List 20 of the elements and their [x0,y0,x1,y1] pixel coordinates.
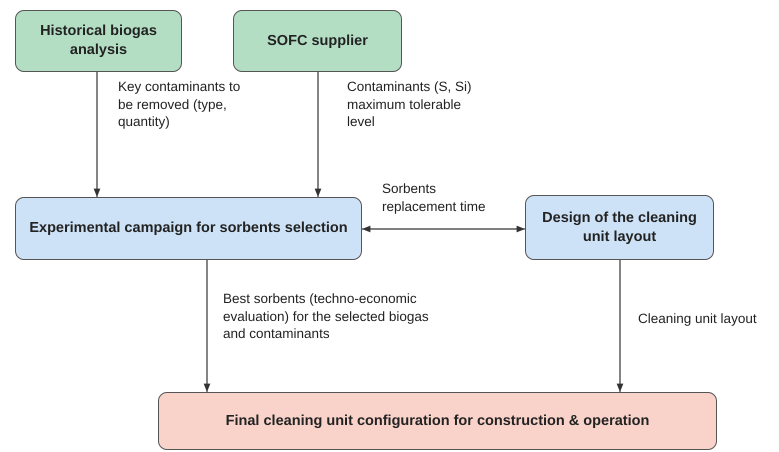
node-label: Design of the cleaning unit layout [541,208,698,246]
arrow [616,260,624,392]
edge-label: Contaminants (S, Si) maximum tolerable level [347,78,473,131]
node-label: Final cleaning unit configuration for construction & operation [226,412,650,430]
arrow [314,72,322,197]
edge-label: Best sorbents (techno-economic evaluation) for the selected biogas and contaminants [223,290,430,343]
process-box [15,10,182,72]
process-box [15,197,362,260]
node-label: SOFC supplier [267,32,368,50]
arrow [94,72,100,197]
arrow [204,260,210,392]
process-box [525,195,714,260]
node-label: Historical biogas analysis [39,22,158,60]
process-box [233,10,402,72]
edge-label: Cleaning unit layout [638,310,758,328]
process-box [158,392,717,450]
arrow [362,226,525,232]
node-label: Experimental campaign for sorbents selection [29,219,348,238]
edge-label: Key contaminants to be removed (type, quantity) [118,78,242,131]
edge-label: Sorbents replacement time [382,180,487,216]
